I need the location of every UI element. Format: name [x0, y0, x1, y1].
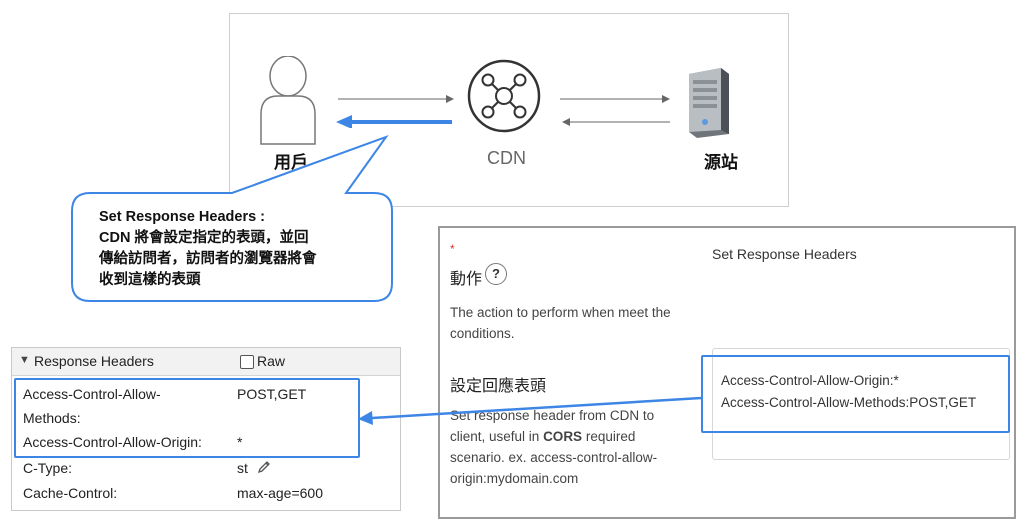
cdn-network-icon	[467, 59, 541, 133]
pencil-icon[interactable]	[256, 459, 272, 475]
header-row-key: C-Type:	[23, 460, 73, 476]
action-label: 動作	[450, 271, 483, 288]
user-label: 用戶	[274, 153, 308, 172]
action-description: The action to perform when meet the cond…	[450, 302, 671, 344]
header-row-value: max-age=600	[237, 485, 324, 501]
textarea-line: Access-Control-Allow-Origin:*	[721, 373, 899, 388]
help-icon[interactable]: ?	[485, 263, 507, 285]
user-cdn-arrows	[336, 95, 454, 128]
raw-label[interactable]: Raw	[257, 353, 286, 369]
cors-keyword: CORS	[543, 429, 583, 444]
response-header-field-label: 設定回應表頭	[450, 378, 547, 395]
action-desc-line: The action to perform when meet the	[450, 305, 671, 320]
field-desc-line: origin:mydomain.com	[450, 471, 579, 486]
response-headers-panel: ▼ Response Headers Raw Access-Control-Al…	[11, 347, 401, 511]
required-mark: *	[450, 242, 455, 256]
header-row-key: Access-Control-Allow-Origin:	[23, 434, 202, 450]
callout-line: 傳給訪問者，訪問者的瀏覽器將會	[99, 251, 317, 267]
callout-line: 收到這樣的表頭	[99, 272, 201, 288]
header-row-value: POST,GET	[237, 386, 307, 402]
field-desc-text: required	[582, 429, 636, 444]
callout-line: CDN 將會設定指定的表頭，並回	[99, 230, 309, 246]
settings-panel: * Set Response Headers 動作 ? The action t…	[438, 226, 1016, 519]
header-row-key: Access-Control-Allow-	[23, 386, 161, 402]
field-desc-line: scenario. ex. access-control-allow-	[450, 450, 658, 465]
field-desc-line: client, useful in CORS required	[450, 426, 657, 447]
server-icon	[689, 68, 729, 138]
callout-line: Set Response Headers :	[99, 209, 266, 225]
field-description: Set response header from CDN to client, …	[450, 405, 657, 489]
field-desc-line: Set response header from CDN to	[450, 408, 655, 423]
user-icon	[260, 56, 316, 145]
response-headers-title: Response Headers	[34, 353, 154, 369]
highlight-settings-value	[701, 355, 1010, 433]
action-value[interactable]: Set Response Headers	[712, 246, 857, 262]
highlight-response-headers	[14, 378, 360, 458]
header-row-value: st	[237, 460, 248, 476]
collapse-triangle-icon[interactable]: ▼	[19, 354, 30, 366]
response-headers-textarea[interactable]: Access-Control-Allow-Origin:* Access-Con…	[712, 348, 1010, 460]
raw-checkbox[interactable]	[240, 355, 254, 369]
header-row-key: Cache-Control:	[23, 485, 118, 501]
header-row-value: *	[237, 434, 243, 450]
cdn-origin-arrows	[560, 95, 670, 126]
field-desc-text: client, useful in	[450, 429, 544, 444]
callout-text: Set Response Headers : CDN 將會設定指定的表頭，並回 …	[99, 207, 369, 291]
action-desc-line: conditions.	[450, 326, 515, 341]
response-headers-header[interactable]: ▼ Response Headers Raw	[12, 348, 400, 376]
cdn-label: CDN	[487, 148, 526, 168]
origin-label: 源站	[704, 153, 738, 172]
textarea-line: Access-Control-Allow-Methods:POST,GET	[721, 395, 977, 410]
header-row-key: Methods:	[23, 410, 81, 426]
